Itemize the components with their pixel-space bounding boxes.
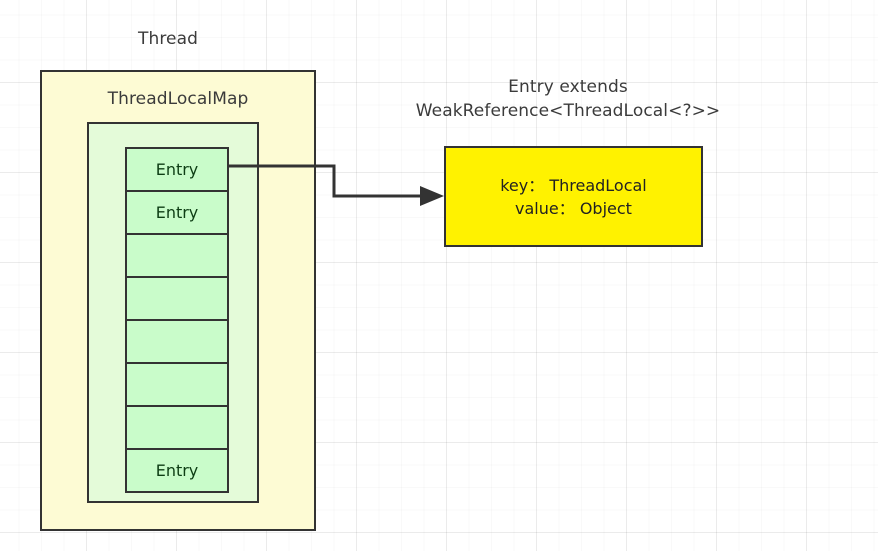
entry-cell-label: Entry — [155, 460, 199, 480]
entry-cell[interactable] — [125, 233, 229, 278]
entry-detail-box: key： ThreadLocal value： Object — [444, 146, 703, 247]
entry-cell[interactable] — [125, 276, 229, 321]
entry-table-stack: Entry Entry Entry — [125, 147, 229, 493]
entry-cell[interactable]: Entry — [125, 190, 229, 235]
threadlocalmap-title-label: ThreadLocalMap — [107, 89, 249, 109]
entry-cell[interactable]: Entry — [125, 448, 229, 493]
entry-cell-label: Entry — [155, 202, 199, 222]
entry-cell[interactable] — [125, 319, 229, 364]
entry-cell-label: Entry — [155, 159, 199, 179]
entry-detail-text: key： ThreadLocal value： Object — [500, 175, 647, 218]
entry-extends-caption: Entry extends WeakReference<ThreadLocal<… — [415, 77, 721, 121]
thread-title-label: Thread — [137, 29, 199, 49]
entry-cell[interactable]: Entry — [125, 147, 229, 192]
entry-cell[interactable] — [125, 362, 229, 407]
entry-cell[interactable] — [125, 405, 229, 450]
arrowhead-icon — [420, 186, 444, 206]
